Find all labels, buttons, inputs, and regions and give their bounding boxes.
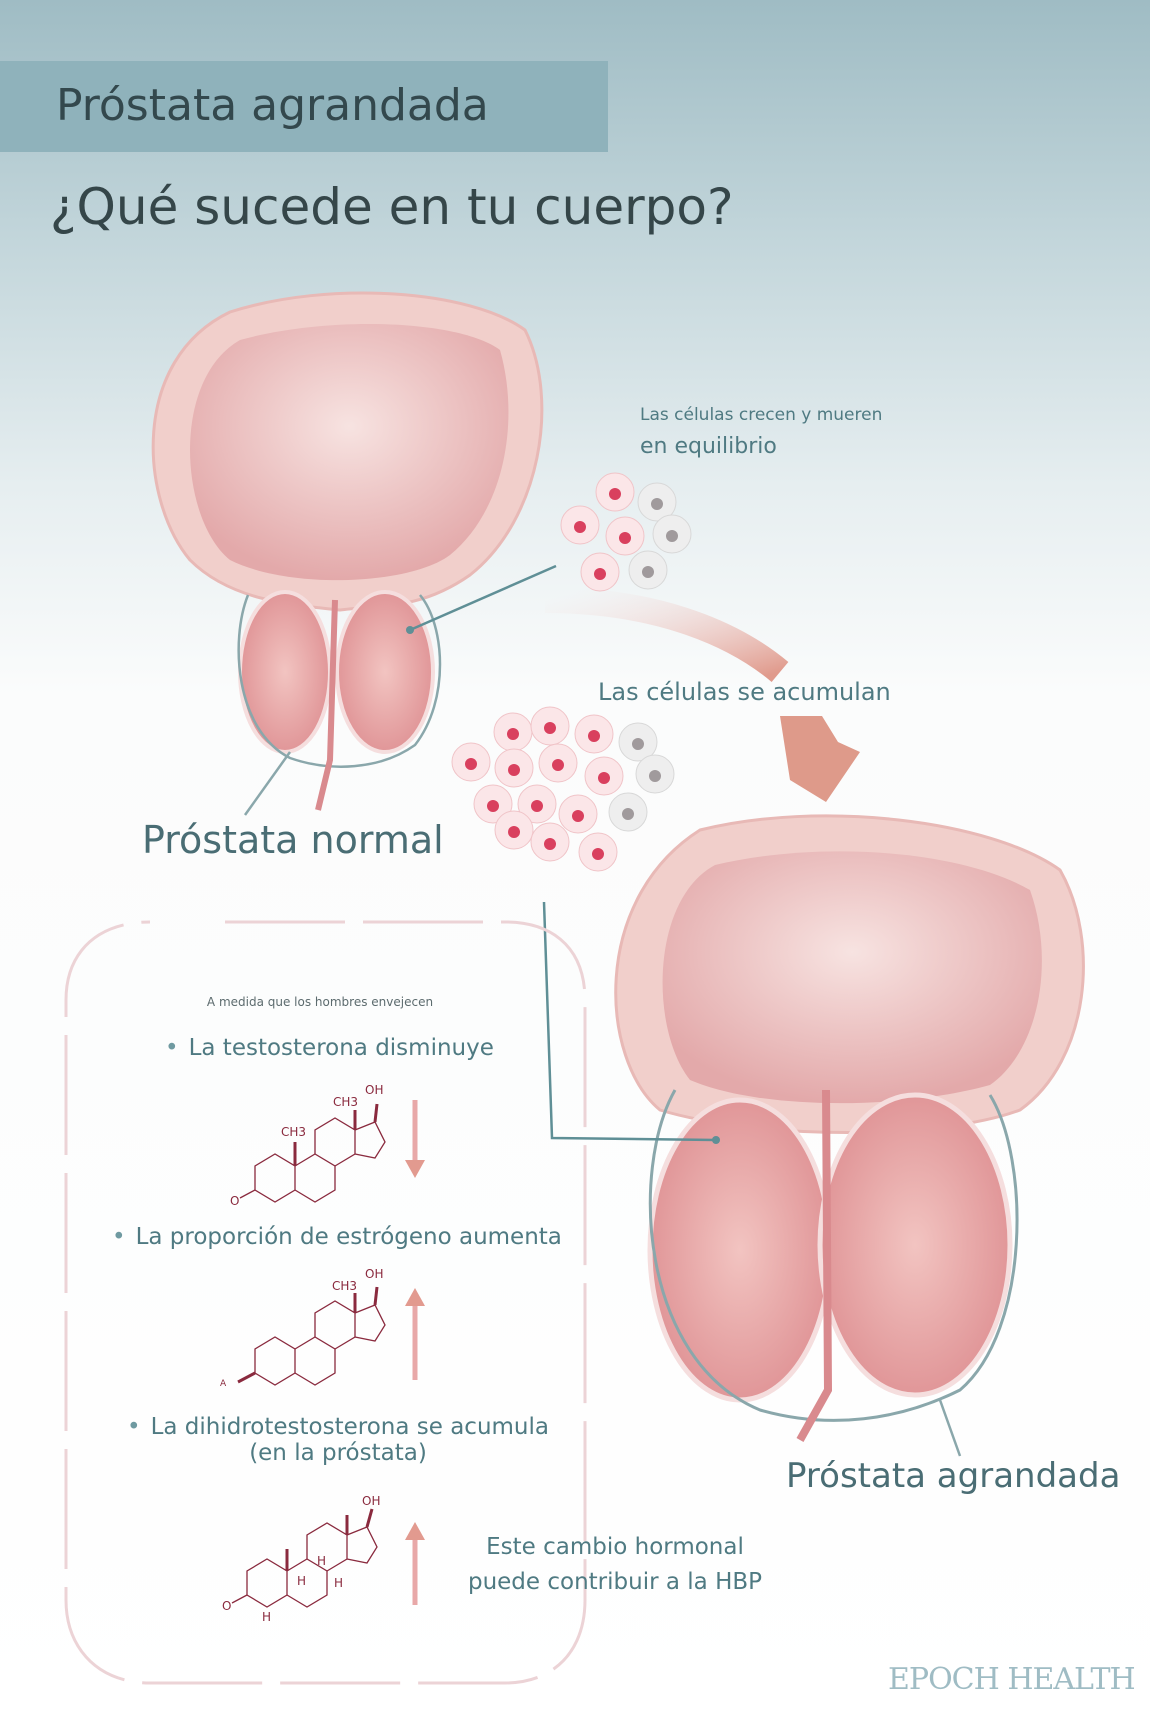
aging-intro: A medida que los hombres envejecen (206, 995, 434, 1009)
cell-nucleus (594, 568, 606, 580)
estrogen-molecule-icon: A CH3 OH (220, 1267, 386, 1389)
svg-text:OH: OH (365, 1267, 383, 1281)
svg-text:CH3: CH3 (332, 1279, 357, 1293)
hbp-conclusion: Este cambio hormonal puede contribuir a l… (450, 1530, 780, 1600)
normal-bladder (151, 291, 544, 612)
bullet-dht-line1: La dihidrotestosterona se acumula (150, 1414, 549, 1440)
page-title: Próstata agrandada (56, 80, 489, 131)
cell-nucleus (588, 730, 600, 742)
svg-text:H: H (262, 1610, 271, 1624)
hormone-arrows (405, 1100, 425, 1605)
cell-nucleus (574, 521, 586, 533)
bullet-dht: La dihidrotestosterona se acumula(en la … (88, 1414, 588, 1466)
hormone-panel-border (64, 920, 587, 1685)
cell-nucleus (572, 810, 584, 822)
svg-text:O: O (230, 1194, 239, 1208)
svg-text:O: O (222, 1599, 231, 1613)
svg-text:H: H (297, 1574, 306, 1588)
cells-balance-text: Las células crecen y mueren (640, 405, 883, 425)
cell-nucleus (508, 826, 520, 838)
cell-nucleus (507, 728, 519, 740)
normal-prostate (237, 590, 442, 811)
cell-nucleus (642, 566, 654, 578)
cell-nucleus (622, 808, 634, 820)
conclusion-line2: puede contribuir a la HBP (467, 1569, 763, 1595)
svg-text:H: H (334, 1576, 343, 1590)
bullet-testosterone: La testosterona disminuye (165, 1035, 494, 1061)
cell-nucleus (487, 800, 499, 812)
cell-nucleus (465, 758, 477, 770)
title-band (0, 61, 608, 152)
cell-nucleus (598, 772, 610, 784)
epoch-health-logo: EPOCH HEALTH (888, 1662, 1136, 1697)
cell-nucleus (544, 838, 556, 850)
svg-text:A: A (220, 1379, 227, 1389)
cell-nucleus (531, 800, 543, 812)
curved-arrow (544, 587, 789, 683)
cell-nucleus (544, 722, 556, 734)
cells-balance-text-2: en equilibrio (640, 434, 777, 459)
page-subtitle: ¿Qué sucede en tu cuerpo? (50, 178, 734, 236)
enlarged-bladder (614, 814, 1085, 1134)
bullet-dht-line2: (en la próstata) (249, 1440, 427, 1466)
cell-nucleus (632, 738, 644, 750)
bullet-estrogen: La proporción de estrógeno aumenta (112, 1224, 562, 1250)
cell-nucleus (592, 848, 604, 860)
svg-text:OH: OH (365, 1083, 383, 1097)
cell-nucleus (609, 488, 621, 500)
cell-nucleus (552, 759, 564, 771)
svg-text:CH3: CH3 (333, 1095, 358, 1109)
svg-text:CH3: CH3 (281, 1125, 306, 1139)
pointer-line (542, 901, 717, 1142)
cells-accumulate-text: Las células se acumulan (598, 678, 891, 706)
cell-nucleus (666, 530, 678, 542)
cell-nucleus (651, 498, 663, 510)
svg-text:H: H (317, 1554, 326, 1568)
enlarged-prostate-label: Próstata agrandada (786, 1456, 1121, 1496)
arrow-head (780, 716, 860, 802)
cell-nucleus (649, 770, 661, 782)
cell-nucleus (619, 532, 631, 544)
conclusion-line1: Este cambio hormonal (486, 1534, 744, 1560)
normal-prostate-label: Próstata normal (142, 818, 444, 862)
cell-nucleus (508, 764, 520, 776)
pointer-line (409, 564, 557, 632)
enlarged-prostate (647, 1089, 1019, 1442)
svg-text:OH: OH (362, 1494, 380, 1508)
